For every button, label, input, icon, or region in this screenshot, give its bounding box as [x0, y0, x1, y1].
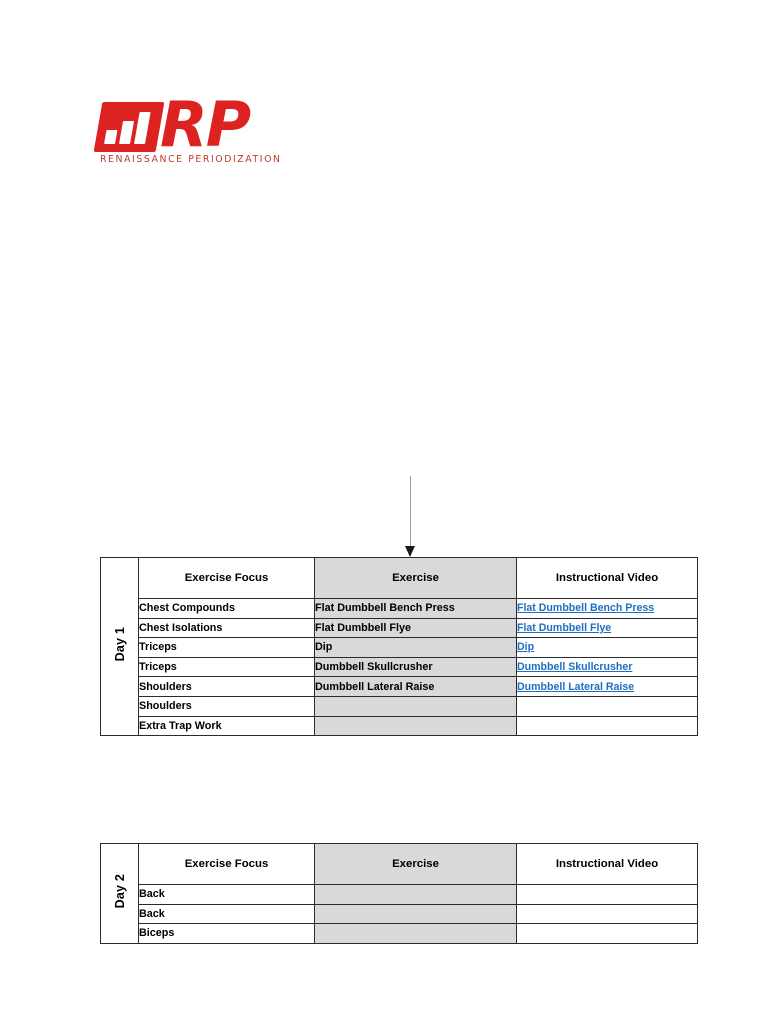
arrow-head — [405, 546, 415, 557]
cell-exercise: Dumbbell Lateral Raise — [314, 676, 517, 697]
video-link[interactable]: Dumbbell Skullcrusher — [517, 661, 633, 674]
video-link[interactable]: Dumbbell Lateral Raise — [517, 680, 635, 693]
arrow-shaft — [410, 476, 412, 548]
logo-tagline: RENAISSANCE PERIODIZATION — [100, 154, 282, 165]
column-header-instructional-video: Instructional Video — [516, 843, 698, 885]
cell-exercise-focus: Back — [138, 884, 315, 905]
cell-instructional-video — [516, 884, 698, 905]
video-link[interactable]: Dip — [517, 641, 535, 654]
cell-instructional-video: Dumbbell Skullcrusher — [516, 656, 698, 678]
bar-chart-bar-1 — [104, 130, 118, 144]
table-row: Shoulders Dumbbell Lateral Raise Dumbbel… — [101, 676, 698, 697]
down-arrow-icon — [404, 476, 418, 558]
video-link[interactable]: Flat Dumbbell Flye — [517, 621, 612, 634]
table-header-row: Day 1 Exercise Focus Exercise Instructio… — [100, 556, 698, 737]
cell-exercise: Flat Dumbbell Flye — [314, 617, 517, 639]
cell-exercise — [314, 884, 517, 905]
column-header-exercise: Exercise — [314, 843, 517, 885]
cell-instructional-video: Dumbbell Lateral Raise — [516, 676, 698, 697]
video-link[interactable]: Flat Dumbbell Bench Press — [517, 602, 655, 615]
bar-chart-bar-2 — [119, 121, 135, 144]
cell-exercise: Flat Dumbbell Bench Press — [314, 598, 517, 619]
table-header-row: Day 2 Exercise Focus Exercise Instructio… — [100, 843, 698, 944]
cell-exercise: Dumbbell Skullcrusher — [314, 656, 517, 678]
bar-chart-icon — [93, 102, 165, 152]
table-row: Back — [101, 903, 698, 925]
table-row: Triceps Dip Dip — [101, 637, 698, 658]
cell-exercise — [314, 695, 517, 717]
cell-exercise: Dip — [314, 637, 517, 658]
cell-instructional-video: Flat Dumbbell Flye — [516, 617, 698, 639]
bar-chart-bar-3 — [134, 112, 151, 144]
table-row: Chest Compounds Flat Dumbbell Bench Pres… — [101, 598, 698, 619]
cell-instructional-video — [516, 715, 698, 737]
cell-exercise-focus: Shoulders — [138, 695, 315, 717]
cell-exercise-focus: Chest Compounds — [138, 598, 315, 619]
cell-exercise-focus: Back — [138, 903, 315, 925]
cell-exercise — [314, 715, 517, 737]
workout-table-day-2: Day 2 Exercise Focus Exercise Instructio… — [100, 843, 698, 944]
column-header-exercise: Exercise — [314, 557, 517, 599]
day-label-cell: Day 1 — [100, 556, 139, 737]
cell-exercise-focus: Shoulders — [138, 676, 315, 697]
table-row: Chest Isolations Flat Dumbbell Flye Flat… — [101, 617, 698, 639]
workout-table-day-1: Day 1 Exercise Focus Exercise Instructio… — [100, 556, 698, 737]
column-header-exercise-focus: Exercise Focus — [138, 557, 315, 599]
cell-instructional-video — [516, 695, 698, 717]
table-row: Shoulders — [101, 695, 698, 717]
cell-instructional-video — [516, 903, 698, 925]
table-row: Biceps — [101, 923, 698, 944]
rp-logo: RP RENAISSANCE PERIODIZATION — [93, 94, 288, 178]
column-header-instructional-video: Instructional Video — [516, 557, 698, 599]
cell-exercise — [314, 903, 517, 925]
day-label: Day 1 — [112, 626, 127, 662]
cell-exercise-focus: Extra Trap Work — [138, 715, 315, 737]
cell-exercise-focus: Biceps — [138, 923, 315, 944]
column-header-exercise-focus: Exercise Focus — [138, 843, 315, 885]
cell-exercise-focus: Triceps — [138, 656, 315, 678]
day-label-cell: Day 2 — [100, 843, 139, 944]
logo-wordmark: RP — [160, 88, 251, 161]
cell-instructional-video: Dip — [516, 637, 698, 658]
cell-exercise-focus: Chest Isolations — [138, 617, 315, 639]
cell-instructional-video — [516, 923, 698, 944]
day-label: Day 2 — [112, 873, 127, 909]
table-row: Extra Trap Work — [101, 715, 698, 737]
cell-instructional-video: Flat Dumbbell Bench Press — [516, 598, 698, 619]
cell-exercise-focus: Triceps — [138, 637, 315, 658]
table-row: Triceps Dumbbell Skullcrusher Dumbbell S… — [101, 656, 698, 678]
cell-exercise — [314, 923, 517, 944]
table-row: Back — [101, 884, 698, 905]
